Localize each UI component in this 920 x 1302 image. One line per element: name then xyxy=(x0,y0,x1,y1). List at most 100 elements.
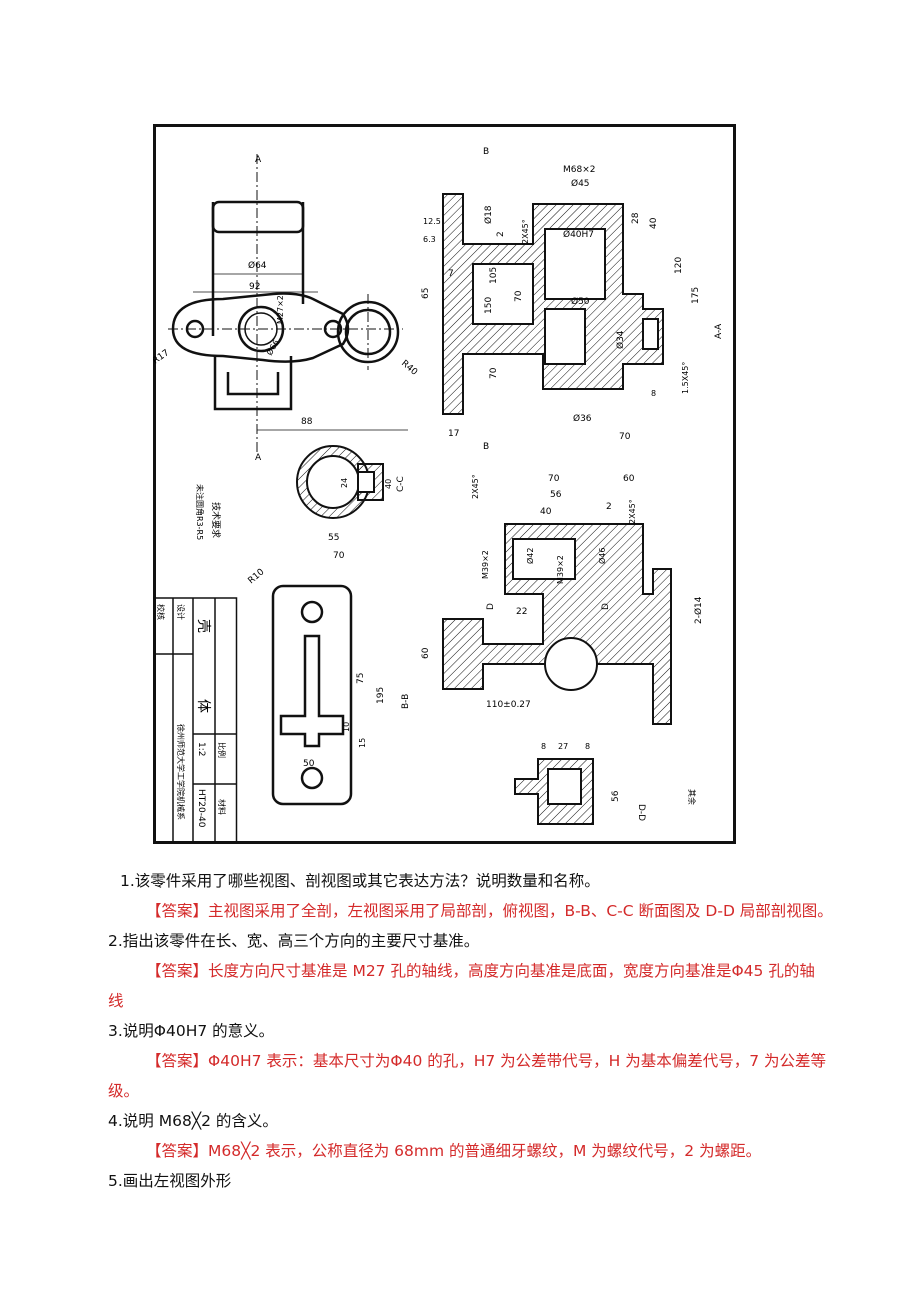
top-view xyxy=(171,200,400,411)
material-value: HT20-40 xyxy=(196,789,206,828)
answer-1-text: 主视图采用了全剖，左视图采用了局部剖，俯视图，B-B、C-C 断面图及 D-D … xyxy=(208,902,833,920)
dim-2: 2 xyxy=(496,231,506,237)
dim-d50: Ø50 xyxy=(571,296,590,307)
cc-section-view xyxy=(296,445,384,519)
question-2: 2.指出该零件在长、宽、高三个方向的主要尺寸基准。 xyxy=(108,932,480,950)
dim-2-d14: 2-Ø14 xyxy=(693,596,704,624)
dim-chamfer-2x45: 2X45° xyxy=(521,219,530,244)
answer-1: 【答案】主视图采用了全剖，左视图采用了局部剖，俯视图，B-B、C-C 断面图及 … xyxy=(108,896,838,926)
dim-70-d: 70 xyxy=(333,551,345,561)
dim-27: 27 xyxy=(558,742,568,751)
top-view-centerlines xyxy=(168,154,403,454)
section-bb: B-B xyxy=(401,694,411,709)
section-d-left: D xyxy=(486,603,496,610)
section-a-bottom: A xyxy=(255,453,262,463)
dim-40-bb: 40 xyxy=(540,507,552,517)
dim-2-bb: 2 xyxy=(606,502,612,512)
answer-2-cont: 线 xyxy=(108,992,124,1010)
dim-70-b: 70 xyxy=(489,367,499,379)
dim-195: 195 xyxy=(376,687,386,704)
dim-10: 10 xyxy=(342,722,351,732)
section-cc: C-C xyxy=(396,476,406,492)
section-b-top: B xyxy=(483,147,489,157)
dim-17: 17 xyxy=(448,429,459,439)
question-1: 1.该零件采用了哪些视图、剖视图或其它表达方法？说明数量和名称。 xyxy=(120,872,600,890)
section-dd: D-D xyxy=(636,804,646,821)
dim-chamfer-15x45: 1.5X45° xyxy=(681,362,690,394)
answer-3-text: Φ40H7 表示：基本尺寸为Φ40 的孔，H7 为公差带代号，H 为基本偏差代号… xyxy=(208,1052,827,1070)
answer-3: 【答案】Φ40H7 表示：基本尺寸为Φ40 的孔，H7 为公差带代号，H 为基本… xyxy=(108,1046,838,1076)
section-aa: A-A xyxy=(714,323,724,339)
dim-m39-1: M39×2 xyxy=(481,550,490,579)
material-label: 材料 xyxy=(217,799,227,815)
dim-chamfer-bb-2: 2X45° xyxy=(628,499,637,524)
dim-175: 175 xyxy=(691,287,701,304)
school: 徐州师范大学工学院机械系 xyxy=(176,724,186,820)
dim-8-dd-2: 8 xyxy=(585,742,590,751)
answer-2: 【答案】长度方向尺寸基准是 M27 孔的轴线，高度方向基准是底面，宽度方向基准是… xyxy=(108,956,838,986)
answer-tag: 【答案】 xyxy=(146,962,209,980)
dim-65: 65 xyxy=(421,288,431,299)
dim-70-c: 70 xyxy=(619,432,631,442)
dim-d36: Ø36 xyxy=(573,413,592,424)
scale-label: 比例 xyxy=(217,742,227,758)
answer-tag: 【答案】 xyxy=(146,902,209,920)
dim-55: 55 xyxy=(328,533,339,543)
dim-d34: Ø34 xyxy=(615,330,626,349)
dim-105: 105 xyxy=(489,267,499,284)
qa-section: 1.该零件采用了哪些视图、剖视图或其它表达方法？说明数量和名称。 【答案】主视图… xyxy=(108,866,838,1196)
question-4: 4.说明 M68╳2 的含义。 xyxy=(108,1112,278,1130)
dim-88: 88 xyxy=(301,417,313,427)
tech-req-title: 技术要求 xyxy=(210,502,222,538)
dim-8-dd-1: 8 xyxy=(541,742,546,751)
roughness-12-5: 12.5 xyxy=(423,217,441,226)
dim-d40h7: Ø40H7 xyxy=(563,229,594,240)
dim-d42: Ø42 xyxy=(525,548,535,564)
engineering-drawing: A A Ø64 92 M27×2 Ø66 R17 R40 88 B B M68×… xyxy=(151,124,736,844)
dim-70-a: 70 xyxy=(514,290,524,302)
dim-7: 7 xyxy=(448,269,454,279)
dim-8: 8 xyxy=(651,389,656,398)
dim-m27: M27×2 xyxy=(276,295,285,324)
section-b-bottom: B xyxy=(483,442,489,452)
answer-4-text: M68╳2 表示，公称直径为 68mm 的普通细牙螺纹，M 为螺纹代号，2 为螺… xyxy=(208,1142,762,1160)
dim-92: 92 xyxy=(249,282,260,292)
roughness-6-3: 6.3 xyxy=(423,235,436,244)
question-5: 5.画出左视图外形 xyxy=(108,1172,232,1190)
drawing-frame xyxy=(153,124,736,844)
dim-d64: Ø64 xyxy=(248,260,267,271)
main-section-view xyxy=(442,193,664,415)
part-name-2: 体 xyxy=(195,699,211,713)
bb-section-view xyxy=(442,523,672,725)
dim-50: 50 xyxy=(303,759,315,769)
question-3: 3.说明Φ40H7 的意义。 xyxy=(108,1022,275,1040)
scale-value: 1:2 xyxy=(196,742,206,756)
dim-70-e: 70 xyxy=(548,474,560,484)
dim-r40: R40 xyxy=(399,359,419,378)
section-d-right: D xyxy=(601,603,611,610)
dd-section-view xyxy=(514,758,594,825)
answer-3-cont: 级。 xyxy=(108,1082,140,1100)
check-label: 设计 xyxy=(176,604,186,620)
dim-d18: Ø18 xyxy=(483,205,494,224)
dim-15: 15 xyxy=(358,738,367,748)
dim-22: 22 xyxy=(516,607,527,617)
dim-m68: M68×2 xyxy=(563,165,595,175)
dim-56: 56 xyxy=(550,490,562,500)
dim-60: 60 xyxy=(623,474,635,484)
answer-2-text: 长度方向尺寸基准是 M27 孔的轴线，高度方向基准是底面，宽度方向基准是Φ45 … xyxy=(208,962,815,980)
dim-150: 150 xyxy=(484,297,494,314)
answer-4: 【答案】M68╳2 表示，公称直径为 68mm 的普通细牙螺纹，M 为螺纹代号，… xyxy=(108,1136,838,1166)
dim-110: 110±0.27 xyxy=(486,700,531,710)
part-name-1: 壳 xyxy=(195,619,212,633)
dim-d46: Ø46 xyxy=(597,548,607,564)
dim-m39-2: M39×2 xyxy=(556,555,565,584)
bottom-view xyxy=(271,584,353,806)
dim-40: 40 xyxy=(649,217,659,229)
dim-chamfer-bb-1: 2X45° xyxy=(471,474,480,499)
tech-req-text: 未注圆角R3-R5 xyxy=(195,484,205,540)
design-label: 校核 xyxy=(156,604,166,620)
dim-40-cc: 40 xyxy=(384,479,393,489)
dim-60-bb: 60 xyxy=(421,647,431,659)
title-block xyxy=(153,597,238,843)
